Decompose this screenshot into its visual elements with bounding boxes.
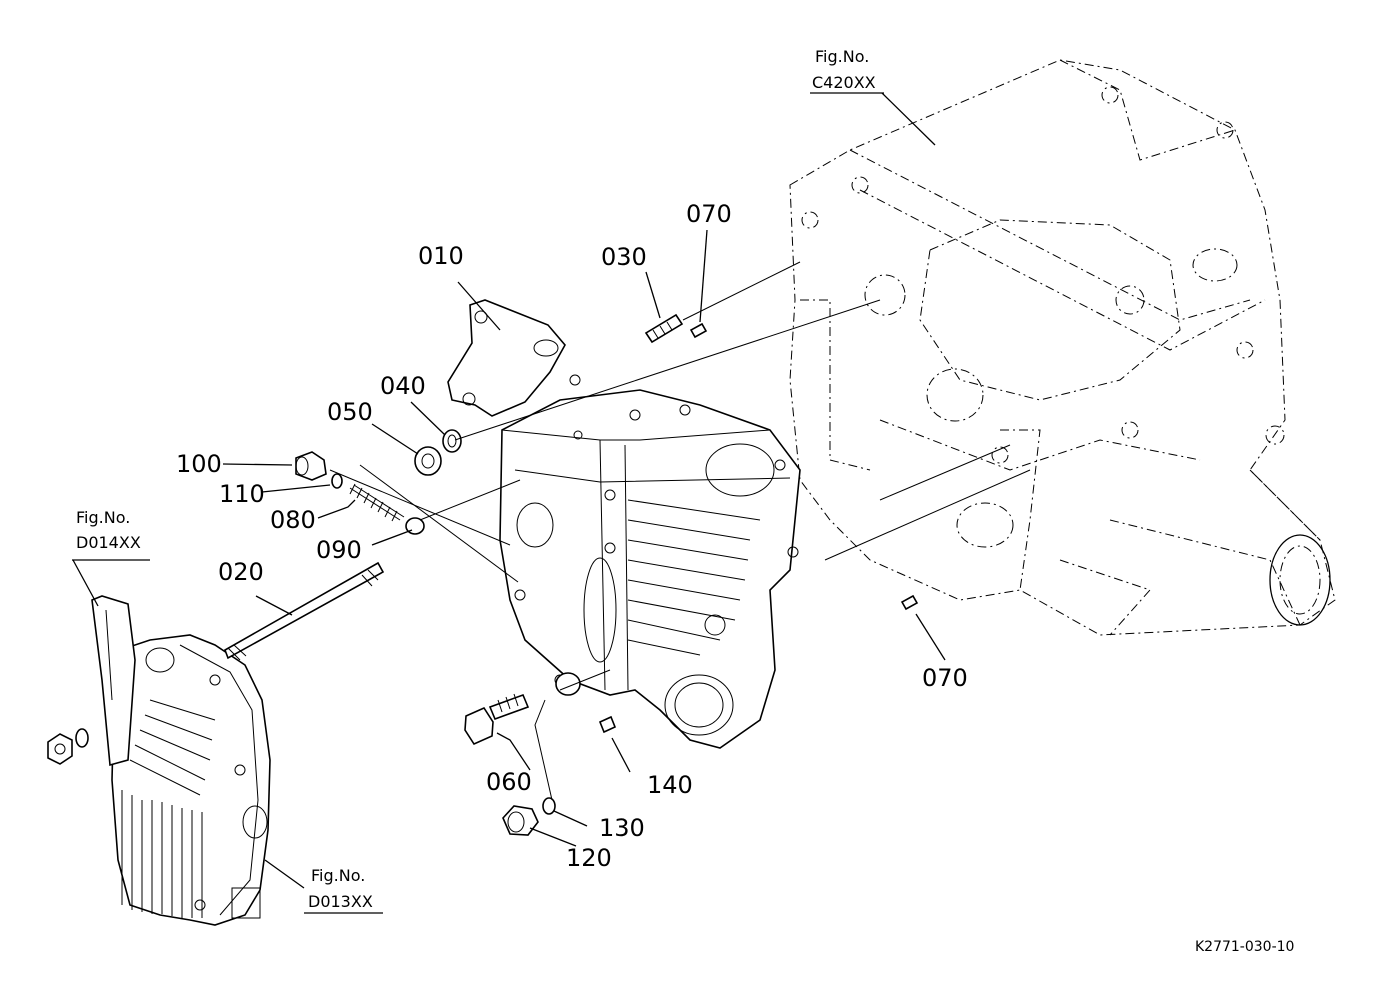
label-140: 140 (647, 771, 693, 799)
rear-cover-assembly (47, 595, 271, 926)
label-040: 040 (380, 372, 426, 400)
label-090: 090 (316, 536, 362, 564)
label-080: 080 (270, 506, 316, 534)
leader-lines (72, 92, 946, 889)
label-120: 120 (566, 844, 612, 872)
fig-ref-prefix: Fig.No. (311, 866, 365, 885)
label-050: 050 (327, 398, 373, 426)
drawing-number: K2771-030-10 (1195, 939, 1294, 955)
label-070-right: 070 (922, 664, 968, 692)
small-parts (224, 313, 919, 836)
label-020: 020 (218, 558, 264, 586)
label-030: 030 (601, 243, 647, 271)
part-labels: 010 020 030 040 050 060 070 070 080 090 … (176, 200, 968, 872)
figure-reference-c420xx: Fig.No. C420XX (810, 47, 884, 94)
label-010: 010 (418, 242, 464, 270)
assembly-centerlines (329, 261, 1031, 801)
label-060: 060 (486, 768, 532, 796)
fig-ref-prefix: Fig.No. (815, 47, 869, 66)
figure-reference-d013xx: Fig.No. D013XX (304, 866, 383, 914)
fig-ref-code: D014XX (76, 533, 141, 552)
fig-ref-code: D013XX (308, 892, 373, 911)
label-100: 100 (176, 450, 222, 478)
label-110: 110 (219, 480, 265, 508)
figure-reference-d014xx: Fig.No. D014XX (72, 508, 150, 561)
front-housing (447, 299, 801, 749)
label-130: 130 (599, 814, 645, 842)
transmission-case-reference (789, 59, 1336, 636)
fig-ref-code: C420XX (812, 73, 876, 92)
fig-ref-prefix: Fig.No. (76, 508, 130, 527)
label-070-top: 070 (686, 200, 732, 228)
